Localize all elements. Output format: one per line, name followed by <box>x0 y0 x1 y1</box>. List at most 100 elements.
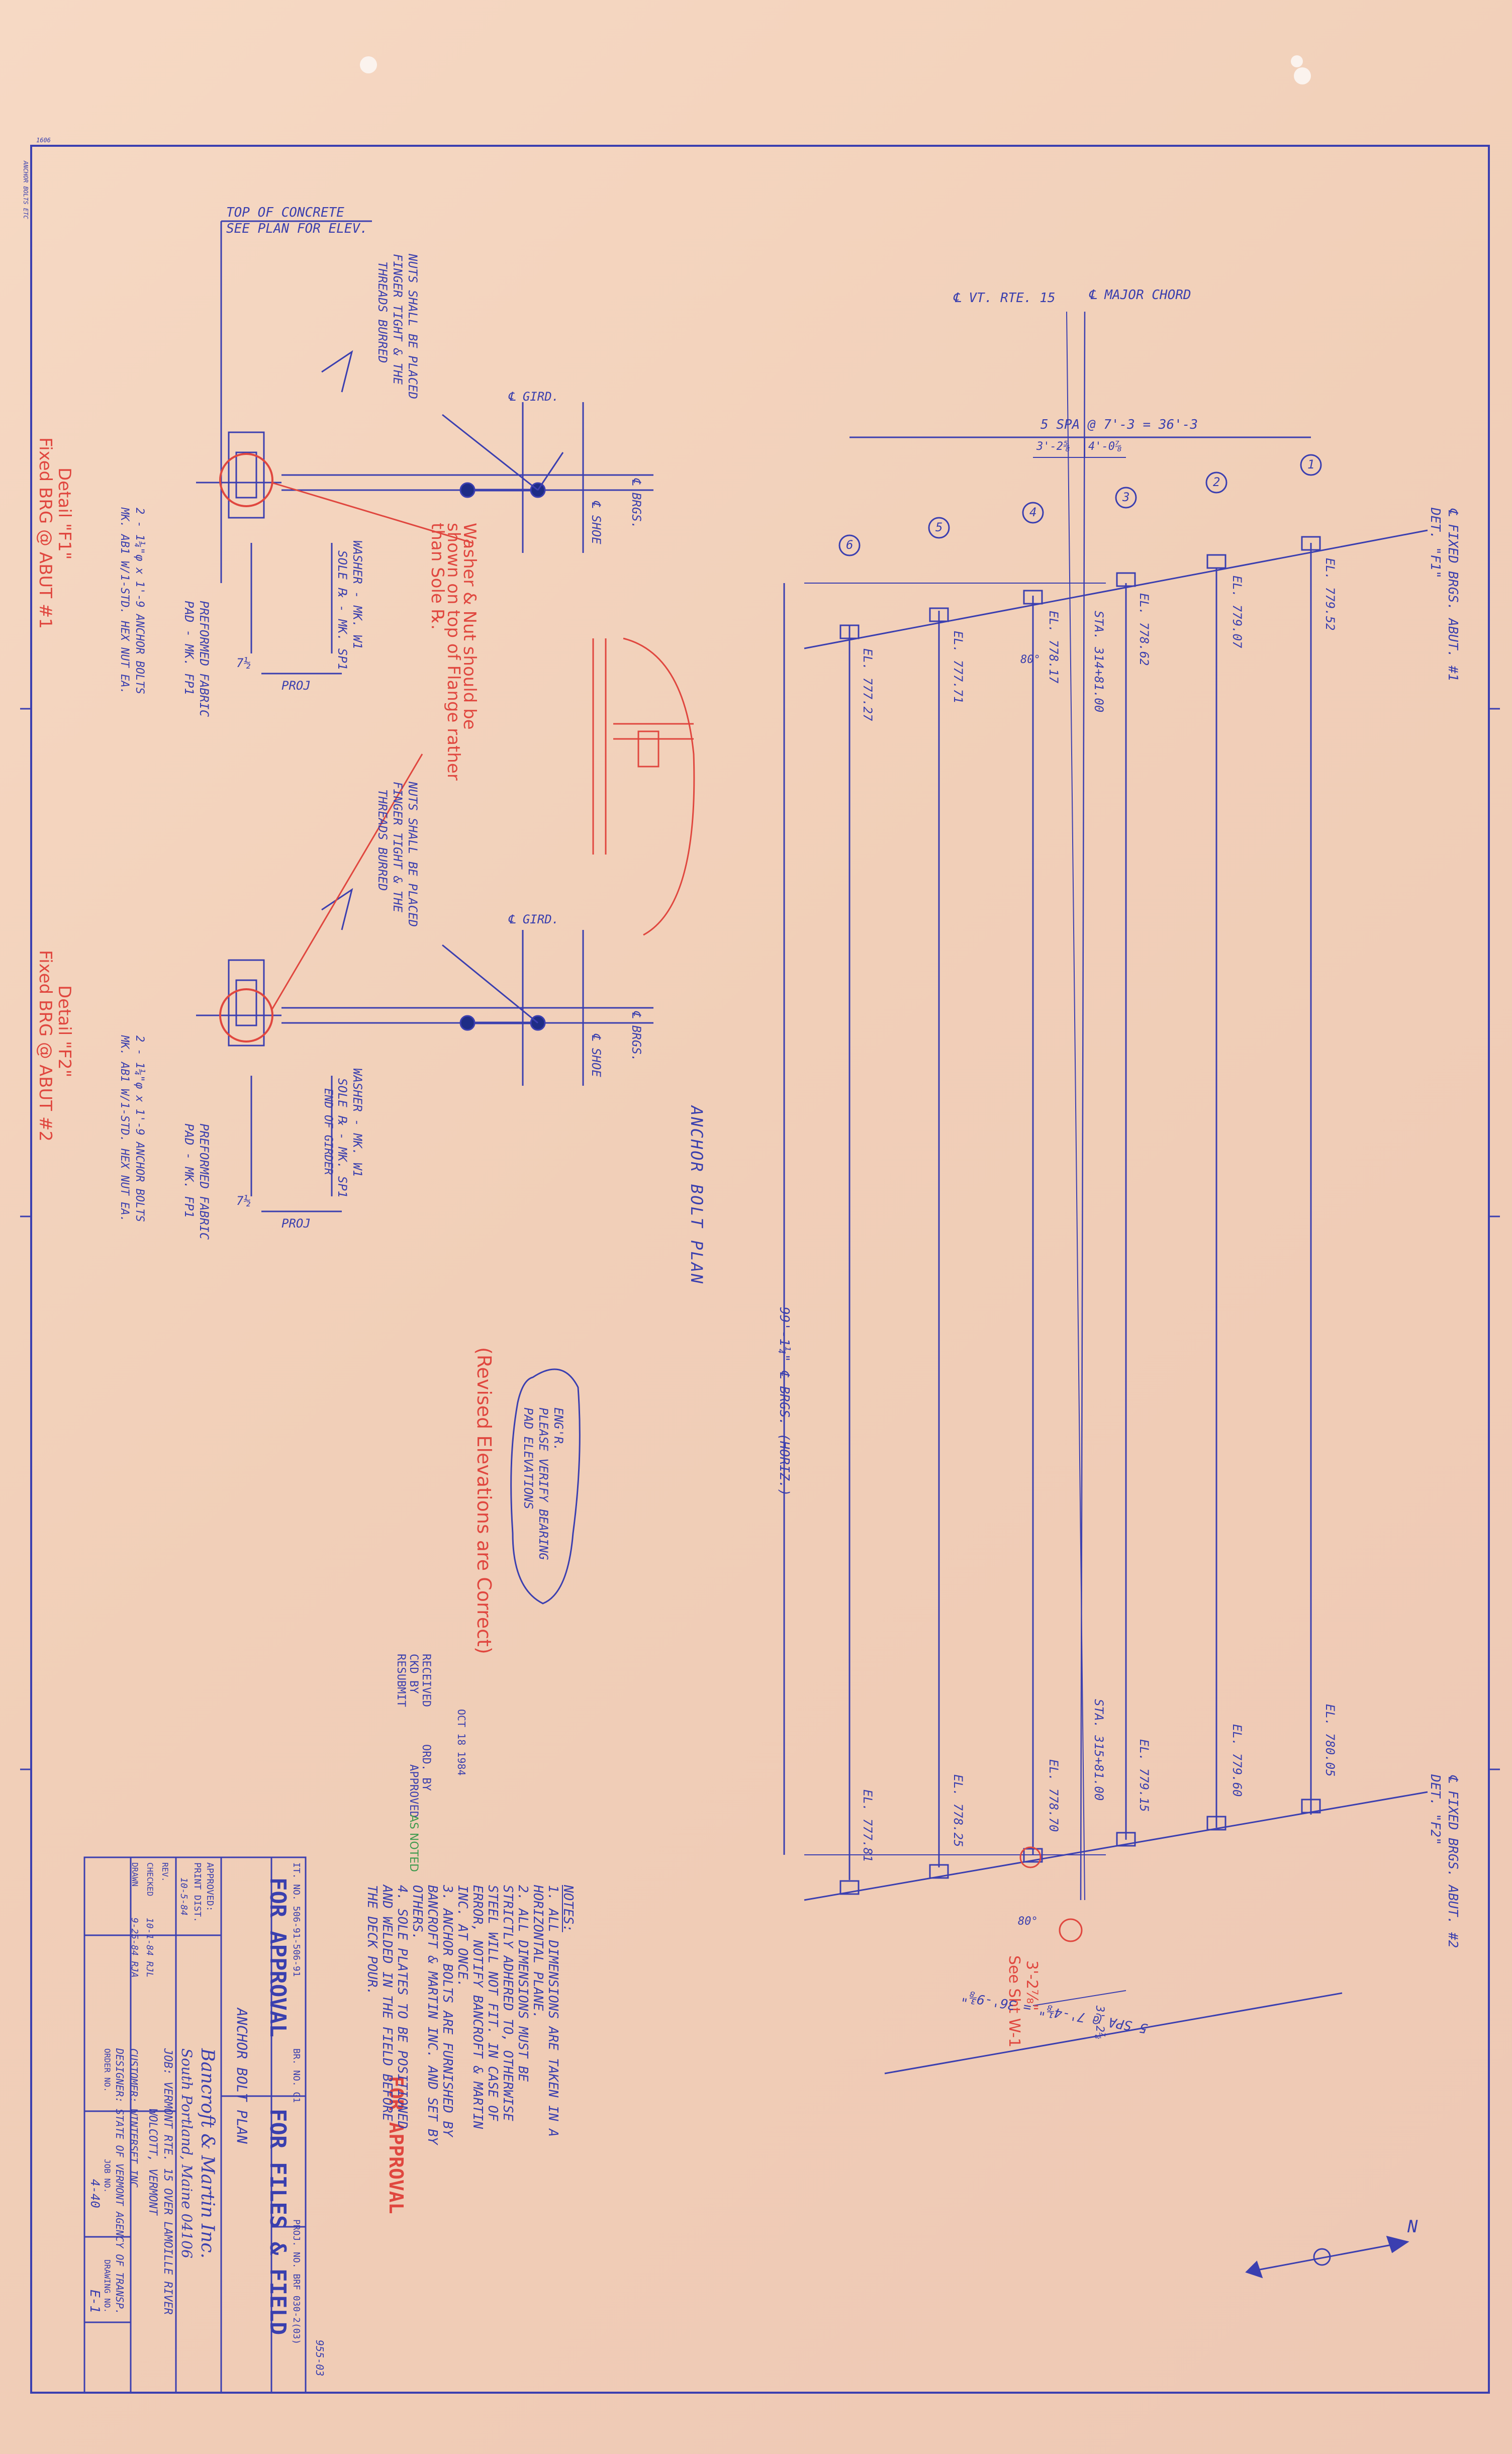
bolts-label: 2 - 1¼"φ x 1'-9 ANCHOR BOLTS <box>133 508 146 694</box>
note-item: 3. ANCHOR BOLTS ARE FURNISHED BY BANCROF… <box>410 1885 455 2145</box>
major-chord-line <box>1080 311 1086 1901</box>
tb-dist-val: 10-5-84 <box>178 1877 189 1916</box>
abut2-label: ℄ FIXED BRGS. ABUT. #2 <box>1445 1774 1460 1948</box>
cloud-line: PAD ELEVATIONS <box>521 1407 535 1509</box>
girder-circles <box>838 454 1322 556</box>
detail-f1-red-circle <box>219 453 273 507</box>
cl-shoe-label: ℄ SHOE <box>589 500 603 544</box>
tb-job-no: JOB NO. <box>103 2159 112 2193</box>
angle-label: 80° <box>1020 653 1041 666</box>
tb-order-no: ORDER NO. <box>103 2048 112 2092</box>
margin-code-left: ANCHOR BOLTS ETC <box>22 161 29 219</box>
red-sketch <box>592 637 695 936</box>
cl-brgs-label-b: ℄ BRGS. <box>629 1010 643 1062</box>
girder-number: 4 <box>1029 505 1037 519</box>
top-of-concrete: TOP OF CONCRETE <box>226 205 344 220</box>
washer-nut-note: Washer & Nut should be shown on top of F… <box>427 523 480 781</box>
tb-job-no-val: 4-40 <box>88 2179 102 2208</box>
proj-label-b: PROJ <box>281 1216 311 1231</box>
sta2-label: STA. 315+81.00 <box>1092 1699 1106 1801</box>
north-label: N <box>1407 2217 1418 2237</box>
note-item: 2. ALL DIMENSIONS MUST BE STRICTLY ADHER… <box>455 1885 530 2129</box>
detail-f1-title: Detail "F1" <box>54 467 74 560</box>
tb-company: Bancroft & Martin Inc. <box>197 2048 218 2259</box>
tb-checked: CHECKED <box>145 1862 155 1897</box>
abut2-det: DET. "F2" <box>1428 1774 1443 1845</box>
note-item: 1. ALL DIMENSIONS ARE TAKEN IN A HORIZON… <box>530 1885 560 2137</box>
see-plan: SEE PLAN FOR ELEV. <box>226 221 368 236</box>
bolts-label-2: MK. AB1 W/1-STD. HEX NUT EA. <box>118 508 131 694</box>
cloud-line: ENG'R. <box>551 1407 565 1451</box>
detail-f2 <box>196 888 653 1212</box>
title-block-grid <box>83 1856 307 2394</box>
bearing-pads <box>839 536 1321 1895</box>
notes-block: NOTES: 1. ALL DIMENSIONS ARE TAKEN IN A … <box>364 1885 576 2146</box>
punch-hole <box>360 56 377 73</box>
abut2-elev: EL. 780.05 <box>1323 1704 1337 1777</box>
washer-label-b: WASHER - MK. W1 <box>350 1068 364 1177</box>
tb-approved: APPROVED: <box>205 1862 215 1912</box>
tb-job: JOB: VERMONT RTE. 15 OVER LAMOILLE RIVER <box>161 2048 174 2315</box>
sta1-label: STA. 314+81.00 <box>1092 611 1106 713</box>
tb-drawing-no: DRAWING NO. <box>103 2259 112 2313</box>
plan-title: ANCHOR BOLT PLAN <box>687 1106 706 1285</box>
detail-f2-red-circle <box>219 988 273 1043</box>
stamp-as-noted: AS NOTED <box>407 1815 420 1872</box>
punch-hole <box>1294 67 1311 84</box>
tb-designer: DESIGNER: STATE OF VERMONT AGENCY OF TRA… <box>114 2048 126 2315</box>
tb-checked-val: 10-1-84 RJL <box>144 1918 155 1978</box>
nuts-note-1b: NUTS SHALL BE PLACED <box>406 782 420 927</box>
nuts-note-2: FINGER TIGHT & THE <box>391 254 405 385</box>
abut1-elev: EL. 777.71 <box>951 631 965 704</box>
nuts-note-1: NUTS SHALL BE PLACED <box>406 254 420 399</box>
abut1-elev: EL. 779.52 <box>1323 558 1337 631</box>
detail-f1-sub: Fixed BRG @ ABUT #1 <box>35 437 55 629</box>
dim-7half: 7½ <box>236 656 251 670</box>
nuts-note-3: THREADS BURRED <box>375 261 390 363</box>
revised-note: (Revised Elevations are Correct) <box>473 1347 495 1654</box>
cl-shoe-label-b: ℄ SHOE <box>589 1033 603 1077</box>
dim-7half-b: 7½ <box>236 1194 251 1208</box>
bolts-label-b: 2 - 1¼"φ x 1'-9 ANCHOR BOLTS <box>133 1035 146 1222</box>
tb-br-no: BR. NO. G1 <box>291 2048 302 2103</box>
pad-label-2: PAD - MK. FP1 <box>182 601 196 695</box>
girder-number: 1 <box>1307 457 1315 471</box>
proj-label: PROJ <box>281 679 311 693</box>
notes-heading: NOTES: <box>560 1885 576 1932</box>
girder-number: 2 <box>1213 475 1220 489</box>
red-leader <box>270 753 423 1011</box>
tb-corner-code: 955-03 <box>314 2340 326 2377</box>
tb-drawn-val: 9-25-84 RJA <box>129 1918 140 1978</box>
tb-sheet-title: ANCHOR BOLT PLAN <box>234 2008 250 2144</box>
dim-b-label: 4'-0⅞ <box>1088 440 1122 453</box>
tb-print-dist: PRINT DIST. <box>192 1862 203 1923</box>
tb-for-files: FOR FILES & FIELD <box>265 2109 291 2335</box>
girder-number: 3 <box>1122 490 1130 504</box>
nuts-note-3b: THREADS BURRED <box>375 789 390 891</box>
tb-it-no: IT. NO. 506-91-506-91 <box>291 1862 302 1977</box>
tb-customer: CUSTOMER: WINTERSET INC <box>128 2048 140 2188</box>
cl-gird-label: ℄ GIRD. <box>508 390 559 404</box>
end-girder-label: END OF GIRDER <box>322 1088 334 1175</box>
abut1-det: DET. "F1" <box>1428 508 1443 579</box>
abut1-elev: EL. 779.07 <box>1230 576 1244 648</box>
abut2-elev: EL. 778.25 <box>951 1774 965 1847</box>
cloud-outline <box>510 1368 581 1604</box>
abut1-bearing-line <box>804 529 1428 649</box>
angle-label-2: 80° <box>1018 1915 1038 1928</box>
tb-job2: WOLCOTT, VERMONT <box>146 2109 159 2215</box>
tb-drawing-val: E-1 <box>87 2290 102 2313</box>
tb-for-approval: FOR APPROVAL <box>265 1877 291 2037</box>
abut1-label: ℄ FIXED BRGS. ABUT. #1 <box>1445 508 1460 682</box>
north-arrow <box>1245 2235 1409 2279</box>
cl-major-chord-label: ℄ MAJOR CHORD <box>1088 288 1191 303</box>
red-leader <box>271 482 473 544</box>
stamp-resubmit: RESUBMIT <box>395 1654 407 1707</box>
route-cl-line <box>1066 311 1085 1901</box>
abut1-elev: EL. 778.17 <box>1047 611 1061 684</box>
abut1-elev: EL. 778.62 <box>1137 593 1151 666</box>
sole-label: SOLE ℞ - MK. SP1 <box>335 550 349 671</box>
abut1-elev: EL. 777.27 <box>861 648 875 721</box>
tb-rev: REV. <box>160 1862 170 1882</box>
